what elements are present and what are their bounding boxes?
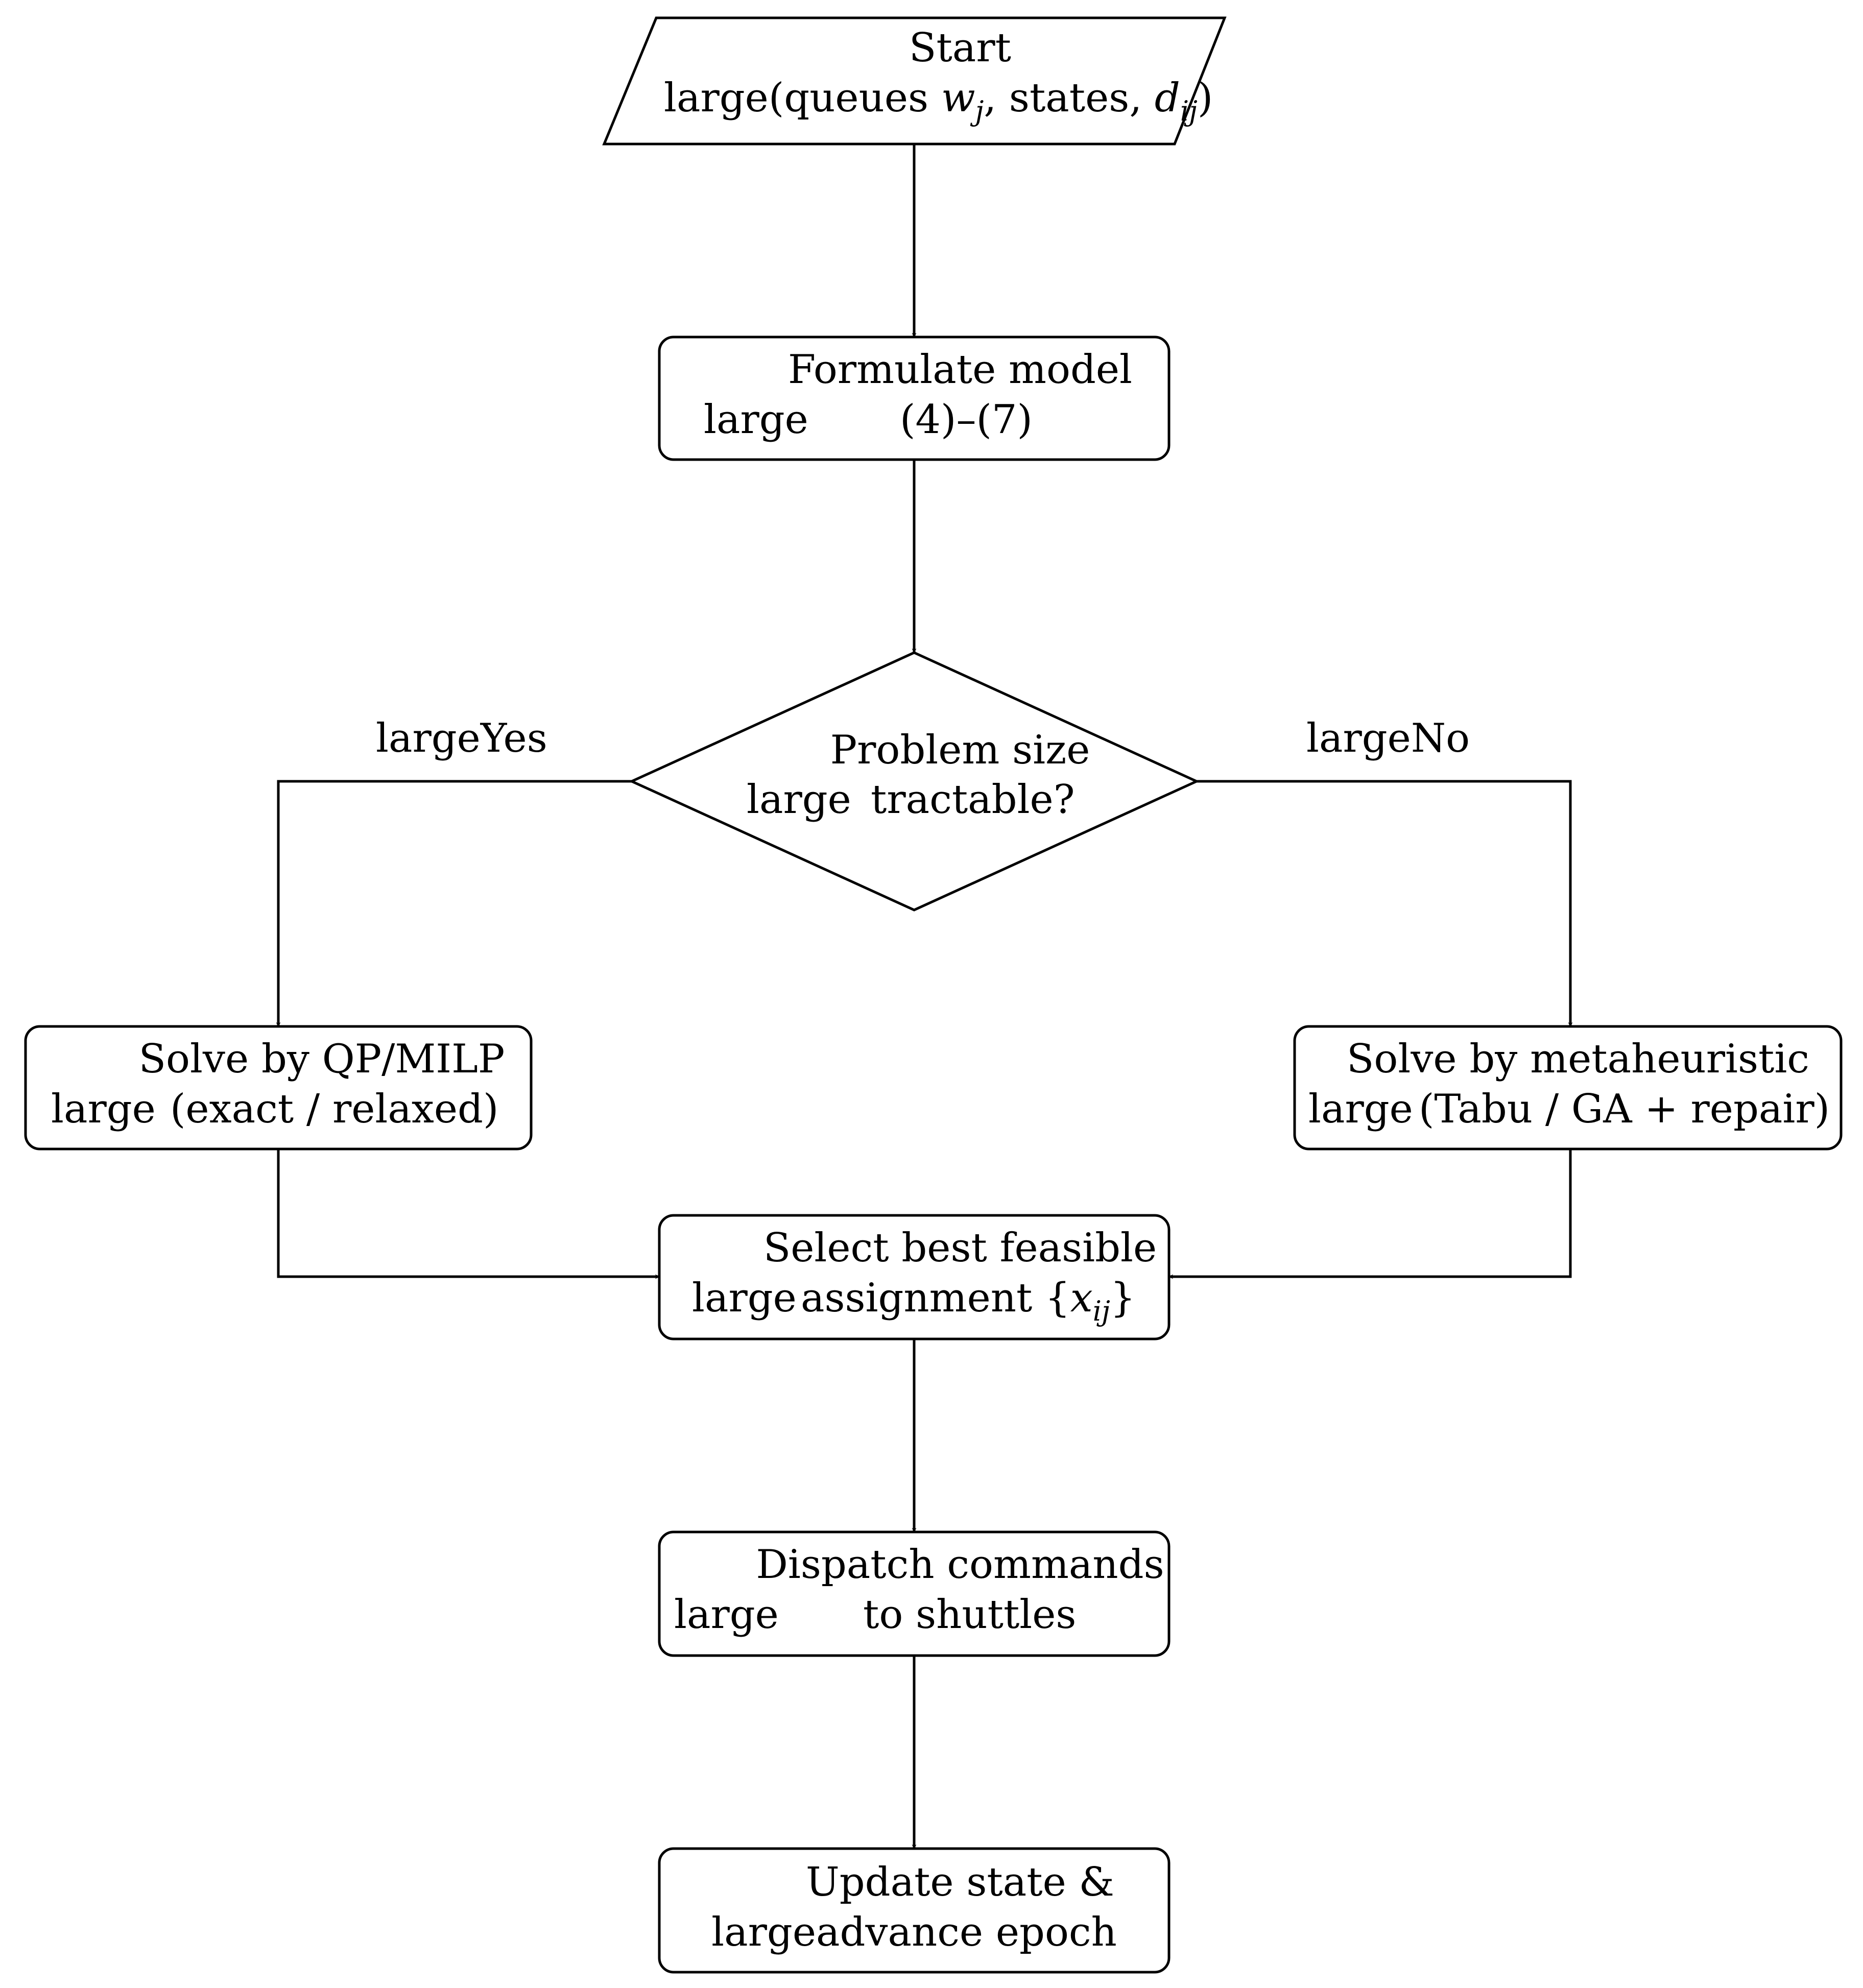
start-line2-prefix: large(queues bbox=[664, 75, 941, 121]
formulate-line1: Formulate model bbox=[788, 347, 1132, 393]
meta-node: Solve by metaheuristic large (Tabu / GA … bbox=[1293, 1025, 1843, 1151]
formulate-line2-text: (4)–(7) bbox=[900, 397, 1033, 443]
dispatch-node: Dispatch commands large to shuttles bbox=[658, 1530, 1171, 1657]
qp-shape bbox=[24, 1025, 533, 1151]
start-shape bbox=[602, 16, 1227, 146]
start-node: Start large(queues wj, states, dij) bbox=[602, 16, 1227, 146]
start-math-ij: ij bbox=[1180, 95, 1198, 127]
qp-line1: Solve by QP/MILP bbox=[139, 1036, 505, 1082]
edge-qp-to-select bbox=[277, 1149, 660, 1279]
start-line1: Start bbox=[909, 25, 1011, 71]
meta-shape bbox=[1293, 1025, 1843, 1151]
select-math-x: x bbox=[1070, 1275, 1093, 1321]
formulate-node: Formulate model large (4)–(7) bbox=[658, 336, 1171, 461]
dispatch-line2-prefix: large bbox=[674, 1592, 779, 1638]
start-math-d: d bbox=[1155, 75, 1180, 121]
dispatch-shape bbox=[658, 1530, 1171, 1657]
formulate-line2-prefix: large bbox=[704, 397, 808, 443]
update-line2: largeadvance epoch bbox=[711, 1909, 1117, 1955]
edge-meta-to-select bbox=[1168, 1149, 1572, 1279]
edge-decision-yes-to-qp bbox=[276, 780, 632, 1027]
select-line2: assignment {xij} bbox=[801, 1275, 1135, 1327]
no-branch-label: largeNo bbox=[1306, 715, 1470, 761]
start-line2-close: ) bbox=[1198, 75, 1213, 121]
decision-line2-text: tractable? bbox=[871, 777, 1075, 823]
update-shape bbox=[658, 1847, 1171, 1974]
decision-line2-prefix: large bbox=[747, 777, 851, 823]
start-math-w: w bbox=[941, 75, 975, 121]
decision-shape bbox=[628, 651, 1200, 912]
edge-decision-no-to-meta bbox=[1197, 780, 1573, 1027]
decision-node: Problem size large tractable? bbox=[628, 651, 1200, 912]
start-line2: large(queues wj, states, dij) bbox=[664, 75, 1213, 127]
select-line2-close: } bbox=[1110, 1275, 1136, 1321]
update-node: Update state & largeadvance epoch bbox=[658, 1847, 1171, 1974]
qp-line2-prefix: large bbox=[51, 1086, 156, 1132]
meta-line1: Solve by metaheuristic bbox=[1347, 1036, 1809, 1082]
select-shape bbox=[658, 1214, 1171, 1340]
select-line2-text: assignment { bbox=[801, 1275, 1070, 1321]
formulate-shape bbox=[658, 336, 1171, 461]
dispatch-line2-text: to shuttles bbox=[863, 1592, 1076, 1638]
select-line2-prefix: large bbox=[692, 1275, 797, 1321]
update-line1: Update state & bbox=[806, 1859, 1114, 1905]
select-math-ij: ij bbox=[1093, 1295, 1110, 1327]
yes-branch-label: largeYes bbox=[376, 715, 547, 761]
decision-line1: Problem size bbox=[830, 727, 1090, 773]
qp-line2-text: (exact / relaxed) bbox=[170, 1086, 498, 1132]
dispatch-line1: Dispatch commands bbox=[756, 1542, 1164, 1588]
select-line1: Select best feasible bbox=[763, 1225, 1157, 1271]
meta-line2-prefix: large bbox=[1308, 1086, 1413, 1132]
start-line2-mid: , states, bbox=[984, 75, 1155, 121]
meta-line2-text: (Tabu / GA + repair) bbox=[1419, 1086, 1830, 1132]
qp-node: Solve by QP/MILP large (exact / relaxed) bbox=[24, 1025, 533, 1151]
edges bbox=[276, 144, 1573, 1849]
select-node: Select best feasible large assignment {x… bbox=[658, 1214, 1171, 1340]
